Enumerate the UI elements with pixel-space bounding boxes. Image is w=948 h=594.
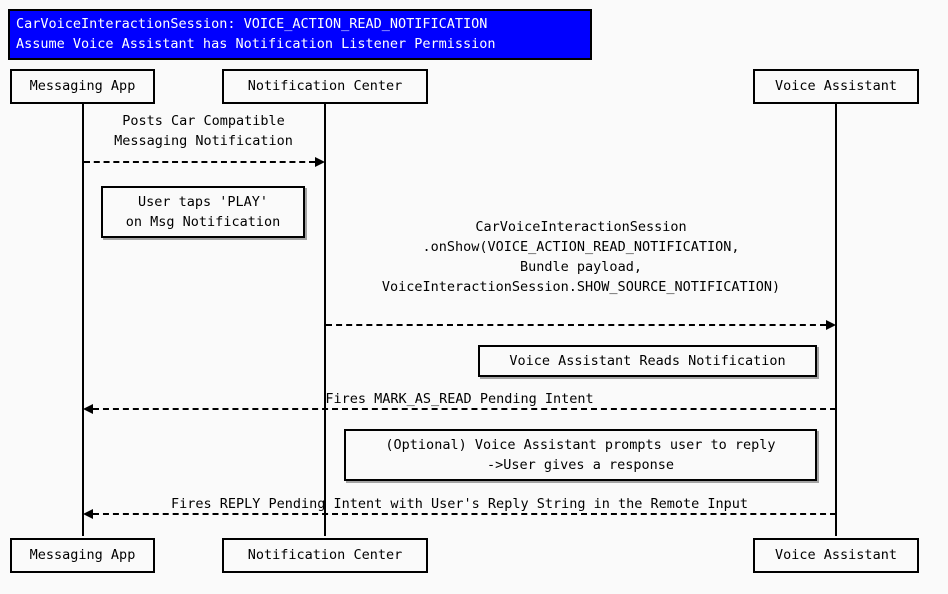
note-user-taps-play-line-2: on Msg Notification xyxy=(125,214,281,230)
message-label-reply-intent: Fires REPLY Pending Intent with User's R… xyxy=(84,494,835,514)
lifeline-messaging-app xyxy=(82,104,84,536)
participant-box-messaging-app-top[interactable]: Messaging App xyxy=(10,69,155,104)
note-assistant-reads-line-1: Voice Assistant Reads Notification xyxy=(509,353,786,369)
participant-box-messaging-app-bottom[interactable]: Messaging App xyxy=(10,538,155,573)
diagram-title-line-2: Assume Voice Assistant has Notification … xyxy=(16,36,496,52)
message-label-on-show-line-1: CarVoiceInteractionSession xyxy=(475,219,687,235)
participant-box-voice-assistant-bottom[interactable]: Voice Assistant xyxy=(753,538,919,573)
arrowhead-left-reply-intent xyxy=(83,509,93,519)
note-assistant-reads: Voice Assistant Reads Notification xyxy=(478,345,817,377)
diagram-title-line-1: CarVoiceInteractionSession: VOICE_ACTION… xyxy=(16,16,488,32)
message-label-mark-as-read-line-1: Fires MARK_AS_READ Pending Intent xyxy=(325,391,594,407)
arrowhead-left-mark-as-read xyxy=(83,404,93,414)
message-arrow-reply-intent xyxy=(93,513,836,515)
message-label-on-show-line-3: Bundle payload, xyxy=(520,259,642,275)
lifeline-voice-assistant xyxy=(835,104,837,536)
message-label-on-show: CarVoiceInteractionSession .onShow(VOICE_… xyxy=(326,217,836,297)
message-label-reply-intent-line-1: Fires REPLY Pending Intent with User's R… xyxy=(170,496,749,512)
note-user-taps-play-line-1: User taps 'PLAY' xyxy=(137,194,269,210)
note-optional-prompt-line-2: ->User gives a response xyxy=(487,457,674,473)
note-optional-prompt-line-1: (Optional) Voice Assistant prompts user … xyxy=(385,437,776,453)
diagram-title-banner: CarVoiceInteractionSession: VOICE_ACTION… xyxy=(8,9,592,60)
arrowhead-right-on-show xyxy=(826,320,836,330)
lifeline-notification-center xyxy=(324,104,326,536)
message-label-post-notification-line-2: Messaging Notification xyxy=(114,133,293,149)
participant-box-notification-center-top[interactable]: Notification Center xyxy=(222,69,428,104)
arrowhead-right-post-notification xyxy=(315,157,325,167)
message-label-post-notification-line-1: Posts Car Compatible xyxy=(122,113,285,129)
message-arrow-post-notification xyxy=(84,161,315,163)
message-arrow-mark-as-read xyxy=(93,408,836,410)
message-label-on-show-line-4: VoiceInteractionSession.SHOW_SOURCE_NOTI… xyxy=(381,279,781,295)
participant-box-voice-assistant-top[interactable]: Voice Assistant xyxy=(753,69,919,104)
participant-box-notification-center-bottom[interactable]: Notification Center xyxy=(222,538,428,573)
message-arrow-on-show xyxy=(326,324,826,326)
message-label-mark-as-read: Fires MARK_AS_READ Pending Intent xyxy=(84,389,835,409)
note-user-taps-play: User taps 'PLAY' on Msg Notification xyxy=(101,186,305,238)
message-label-on-show-line-2: .onShow(VOICE_ACTION_READ_NOTIFICATION, xyxy=(422,239,740,255)
note-optional-prompt: (Optional) Voice Assistant prompts user … xyxy=(344,429,817,481)
